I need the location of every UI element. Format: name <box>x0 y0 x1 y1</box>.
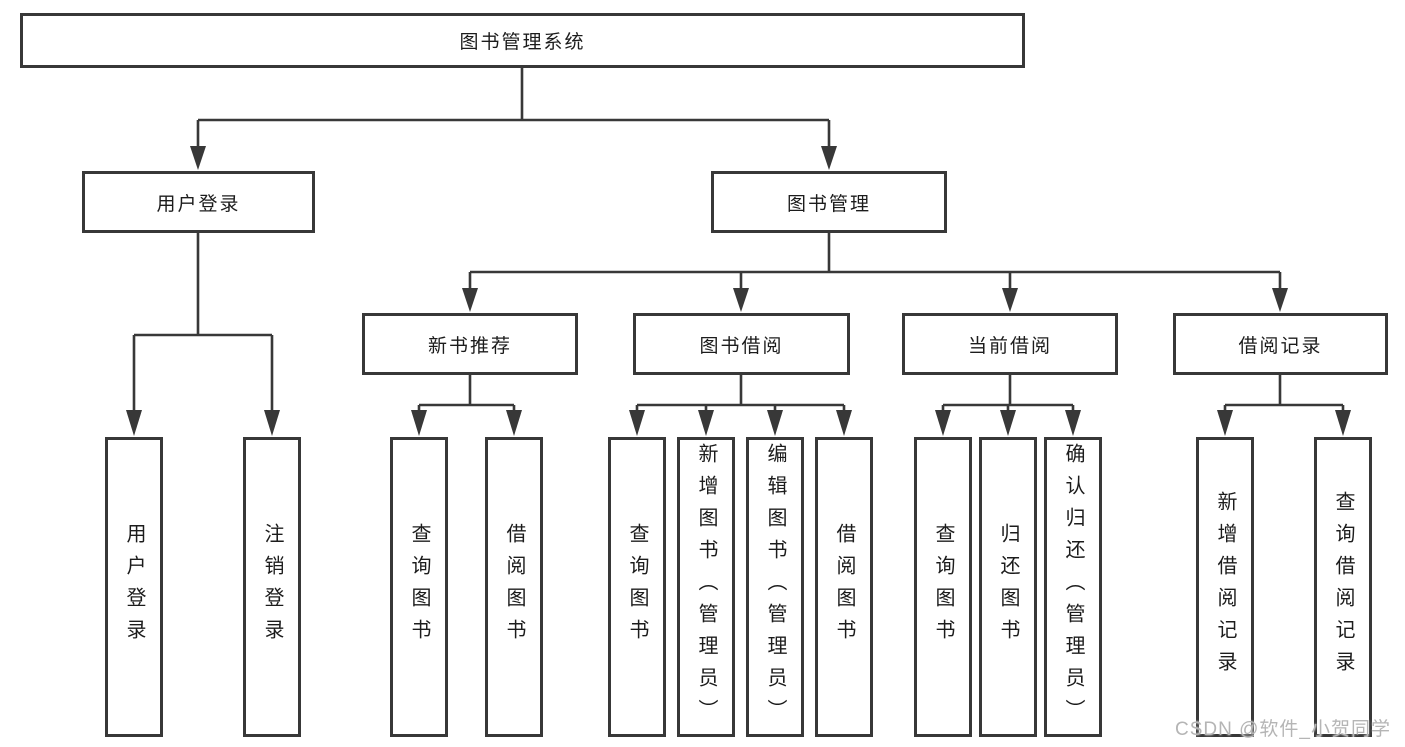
leaf-query-books-borrow: 查询图书 <box>608 437 666 737</box>
leaf-label: 注销登录 <box>261 523 283 651</box>
arrowhead-icon <box>836 410 852 436</box>
leaf-label: 查询图书 <box>408 523 430 651</box>
node-current-borrow: 当前借阅 <box>902 313 1118 375</box>
connector-book-management-to-level3 <box>468 233 1282 300</box>
arrowhead-icon <box>506 410 522 436</box>
arrowhead-icon <box>1002 288 1018 312</box>
leaf-label: 新增图书（管理员） <box>695 443 717 731</box>
leaf-confirm-return-admin: 确认归还（管理员） <box>1044 437 1102 737</box>
leaf-label: 确认归还（管理员） <box>1062 443 1084 731</box>
connector-borrow-record-group <box>1223 403 1345 424</box>
arrowhead-icon <box>767 410 783 436</box>
leaf-add-books-admin: 新增图书（管理员） <box>677 437 735 737</box>
arrowhead-icon <box>264 410 280 436</box>
leaf-label: 查询借阅记录 <box>1332 491 1354 683</box>
node-root-system: 图书管理系统 <box>20 13 1025 68</box>
arrowhead-icon <box>1272 288 1288 312</box>
arrowhead-icon <box>1000 410 1016 436</box>
leaf-query-books-current: 查询图书 <box>914 437 972 737</box>
connector-level3-stems <box>468 375 1282 405</box>
connector-user-login-to-leaves <box>132 233 274 424</box>
leaf-label: 编辑图书（管理员） <box>764 443 786 731</box>
leaf-label: 归还图书 <box>997 523 1019 651</box>
leaf-borrow-books: 借阅图书 <box>815 437 873 737</box>
leaf-label: 借阅图书 <box>833 523 855 651</box>
arrowhead-icon <box>821 146 837 170</box>
arrowhead-icon <box>935 410 951 436</box>
arrowhead-icon <box>462 288 478 312</box>
node-new-book-recommend: 新书推荐 <box>362 313 578 375</box>
connector-new-book-group <box>417 403 516 424</box>
leaf-add-borrow-record: 新增借阅记录 <box>1196 437 1254 737</box>
leaf-label: 查询图书 <box>626 523 648 651</box>
leaf-query-books-recommend: 查询图书 <box>390 437 448 737</box>
connector-root-to-level2 <box>196 68 831 160</box>
node-borrow-records: 借阅记录 <box>1173 313 1388 375</box>
arrowhead-icon <box>411 410 427 436</box>
csdn-watermark: CSDN @软件_小贺同学 <box>1175 719 1391 740</box>
arrowhead-icon <box>1065 410 1081 436</box>
leaf-edit-books-admin: 编辑图书（管理员） <box>746 437 804 737</box>
arrowhead-icon <box>1335 410 1351 436</box>
arrowhead-icon <box>698 410 714 436</box>
leaf-logout: 注销登录 <box>243 437 301 737</box>
arrowhead-icon <box>733 288 749 312</box>
leaf-borrow-books-recommend: 借阅图书 <box>485 437 543 737</box>
node-user-login: 用户登录 <box>82 171 315 233</box>
connector-book-borrow-group <box>635 403 846 424</box>
arrowhead-icon <box>126 410 142 436</box>
leaf-label: 查询图书 <box>932 523 954 651</box>
leaf-return-books: 归还图书 <box>979 437 1037 737</box>
node-book-borrow: 图书借阅 <box>633 313 850 375</box>
leaf-label: 用户登录 <box>123 523 145 651</box>
leaf-query-borrow-record: 查询借阅记录 <box>1314 437 1372 737</box>
leaf-user-login: 用户登录 <box>105 437 163 737</box>
arrowhead-icon <box>1217 410 1233 436</box>
node-book-management: 图书管理 <box>711 171 947 233</box>
arrowhead-icon <box>629 410 645 436</box>
arrowhead-icon <box>190 146 206 170</box>
leaf-label: 新增借阅记录 <box>1214 491 1236 683</box>
leaf-label: 借阅图书 <box>503 523 525 651</box>
